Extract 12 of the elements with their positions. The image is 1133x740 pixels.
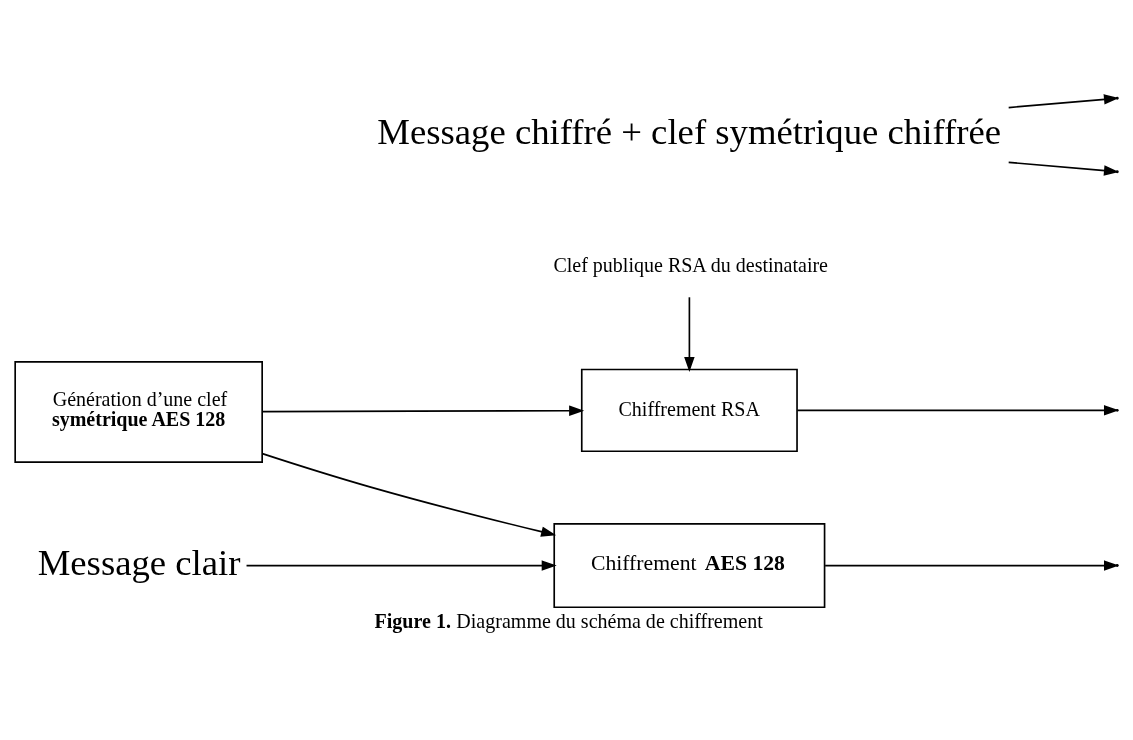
node-text: Message clair	[37, 541, 241, 583]
arrow	[824, 560, 1120, 571]
arrow	[261, 405, 585, 416]
arrow	[261, 452, 557, 537]
arrow	[245, 560, 557, 571]
node-text: Clef publique RSA du destinataire	[553, 254, 829, 276]
node-box: Génération d’une clef symétrique AES 128	[14, 361, 263, 463]
arrow	[684, 296, 695, 372]
node-text: Message chiffré + clef symétrique chiffrée	[377, 111, 1001, 153]
node-box: Chiffrement RSA	[580, 368, 798, 453]
node-box: Chiffrement AES 128	[553, 523, 826, 609]
caption: Figure 1. Diagramme du schéma de chiffrement	[374, 610, 763, 633]
